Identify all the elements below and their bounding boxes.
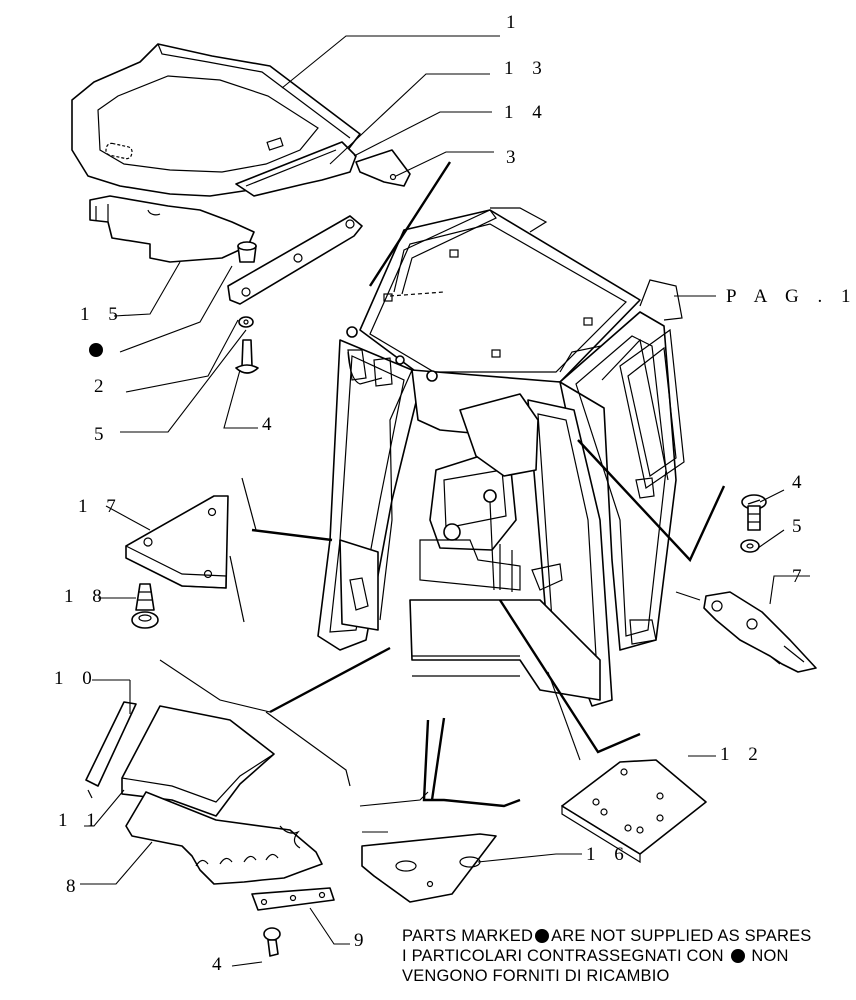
leader-lines bbox=[80, 35, 810, 967]
callout-13: 1 3 bbox=[504, 58, 549, 79]
callout-9: 9 bbox=[354, 930, 371, 951]
callout-16: 1 6 bbox=[586, 844, 631, 865]
callout-10: 1 0 bbox=[54, 668, 99, 689]
callout-7: 7 bbox=[792, 566, 809, 587]
callout-4b: 4 bbox=[792, 472, 809, 493]
callout-4a: 4 bbox=[262, 414, 279, 435]
callout-8: 8 bbox=[66, 876, 83, 897]
callout-pag: P A G . 1 bbox=[726, 286, 856, 307]
callout-2: 2 bbox=[94, 376, 111, 397]
part-7-bracket bbox=[703, 591, 817, 673]
callout-18: 1 8 bbox=[64, 586, 109, 607]
footnote-line-2: I PARTICOLARI CONTRASSEGNATI CON NON bbox=[402, 947, 789, 965]
footnote-line-3: VENGONO FORNITI DI RICAMBIO bbox=[402, 967, 670, 985]
part-4-screw-lower bbox=[263, 927, 281, 957]
callout-14: 1 4 bbox=[504, 102, 549, 123]
part-3-bracket bbox=[355, 149, 411, 187]
callout-5b: 5 bbox=[792, 516, 809, 537]
callout-3: 3 bbox=[506, 147, 523, 168]
part-8-toothed-panel bbox=[125, 791, 323, 885]
part-11-floor-mat bbox=[121, 705, 275, 817]
bullet-icon bbox=[730, 949, 745, 963]
part-5-washer-right bbox=[740, 539, 760, 553]
callout-4c: 4 bbox=[212, 954, 229, 975]
callout-12: 1 2 bbox=[720, 744, 765, 765]
callout-11: 1 1 bbox=[58, 810, 103, 831]
part-10-seal-strip bbox=[85, 701, 137, 799]
part-9-retaining-strip bbox=[251, 887, 335, 911]
part-18-self-tapping-screw bbox=[131, 583, 159, 629]
part-15-foam-panel bbox=[89, 195, 255, 263]
callout-labels: 1 1 3 1 4 3 1 5 2 5 4 P A G . 1 1 7 1 8 … bbox=[54, 12, 856, 975]
callout-17: 1 7 bbox=[78, 496, 123, 517]
part-17-triangular-plate bbox=[125, 495, 229, 589]
callout-5a: 5 bbox=[94, 424, 111, 445]
part-4-screw-right bbox=[741, 494, 767, 531]
callout-1: 1 bbox=[506, 12, 523, 33]
part-16-triangular-plate bbox=[361, 833, 497, 903]
cab-frame bbox=[317, 207, 685, 707]
part-13-14-seal-strip bbox=[235, 141, 357, 197]
callout-15: 1 5 bbox=[80, 304, 125, 325]
break-lines bbox=[159, 161, 726, 833]
not-supplied-bullet bbox=[89, 343, 103, 357]
part-2-rail bbox=[227, 215, 363, 374]
part-12-base-plate bbox=[561, 759, 707, 864]
bullet-icon bbox=[535, 929, 550, 943]
